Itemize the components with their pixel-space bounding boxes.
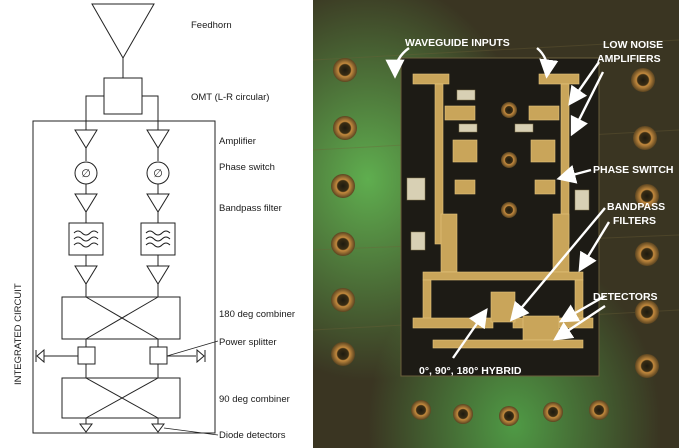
phase-switch-symbol-left: ∅ [81, 168, 91, 180]
bandpass-filter-label: Bandpass filter [219, 203, 282, 214]
side-detector-left [37, 350, 44, 362]
callout-bandpass-1: BANDPASS [607, 201, 665, 213]
callout-detectors: DETECTORS [593, 291, 658, 303]
diode-detector-right [152, 424, 164, 432]
integrated-circuit-outline [33, 121, 215, 433]
amplifier-right-2 [147, 194, 169, 212]
diode-detector-left [80, 424, 92, 432]
amplifier-left-3 [75, 266, 97, 284]
amplifier-right [147, 130, 169, 148]
power-splitter-left [78, 347, 95, 364]
combiner-90-label: 90 deg combiner [219, 394, 290, 405]
callout-hybrid: 0°, 90°, 180° HYBRID [419, 365, 522, 377]
omt-box [104, 78, 142, 114]
combiner-180-box [62, 297, 180, 339]
callout-low-noise-1: LOW NOISE [603, 39, 663, 51]
feedhorn-symbol [92, 4, 154, 58]
phase-switch-label: Phase switch [219, 162, 275, 173]
phase-switch-symbol-right: ∅ [153, 168, 163, 180]
block-diagram: ∅ ∅ INTEGRATED CIRCUIT Feedhorn OMT (L-R… [0, 0, 312, 448]
diode-detectors-label: Diode detectors [219, 430, 286, 441]
power-splitter-right [150, 347, 167, 364]
callout-phase-switch: PHASE SWITCH [593, 164, 674, 176]
side-detector-right [197, 350, 204, 362]
feedhorn-label: Feedhorn [191, 20, 232, 31]
power-splitter-label: Power splitter [219, 337, 277, 348]
amplifier-label: Amplifier [219, 136, 256, 147]
callout-low-noise-2: AMPLIFIERS [597, 53, 661, 65]
callout-waveguide-inputs: WAVEGUIDE INPUTS [405, 37, 510, 49]
amplifier-left-2 [75, 194, 97, 212]
circuit-photo: WAVEGUIDE INPUTS LOW NOISE AMPLIFIERS PH… [313, 0, 679, 448]
amplifier-right-3 [147, 266, 169, 284]
omt-label: OMT (L-R circular) [191, 92, 269, 103]
integrated-circuit-label: INTEGRATED CIRCUIT [13, 283, 24, 385]
amplifier-left [75, 130, 97, 148]
callout-bandpass-2: FILTERS [613, 215, 656, 227]
combiner-180-label: 180 deg combiner [219, 309, 295, 320]
